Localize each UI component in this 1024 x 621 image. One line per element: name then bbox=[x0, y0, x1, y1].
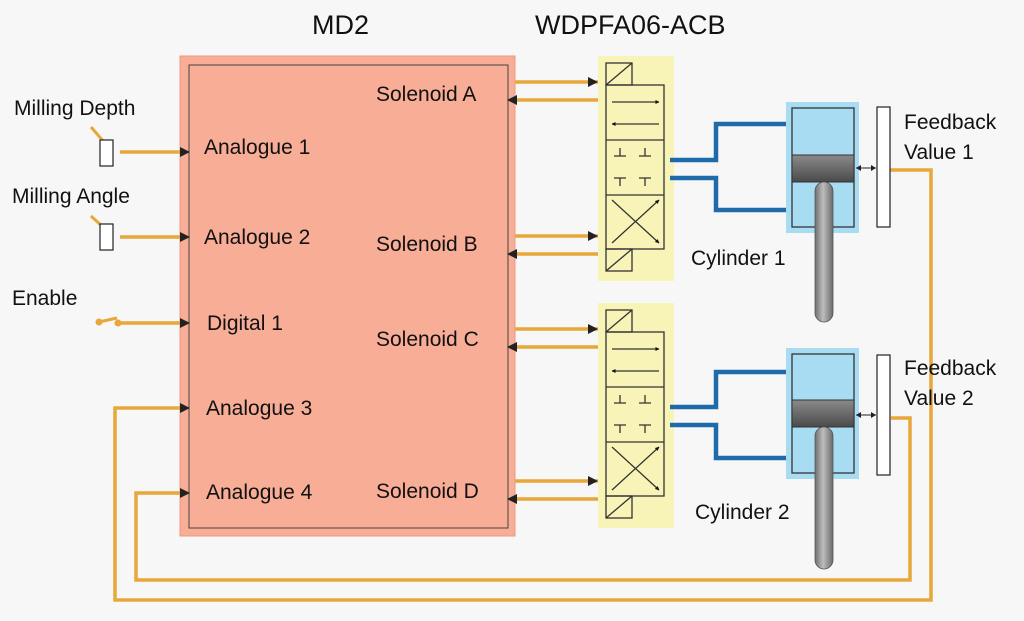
output-solenoid-c: Solenoid C bbox=[376, 328, 479, 351]
hydraulic-lines bbox=[670, 121, 790, 461]
cylinder-1 bbox=[786, 102, 859, 323]
input-analogue-3: Analogue 3 bbox=[206, 397, 313, 420]
feedback-label-1: Feedback Value 1 bbox=[904, 108, 1024, 169]
controller-inner-frame bbox=[188, 64, 509, 529]
output-solenoid-d: Solenoid D bbox=[376, 480, 479, 503]
wire-feedback-1 bbox=[113, 168, 933, 602]
milling-angle-sensor bbox=[89, 214, 114, 251]
input-analogue-4: Analogue 4 bbox=[206, 481, 313, 504]
hydraulic-line-1b bbox=[670, 175, 790, 213]
input-analogue-1: Analogue 1 bbox=[204, 136, 311, 159]
cylinder-2 bbox=[786, 348, 859, 570]
output-solenoid-b: Solenoid B bbox=[376, 233, 478, 256]
feedback-sensor-1 bbox=[856, 106, 891, 228]
controller-title: MD2 bbox=[312, 10, 370, 40]
hydraulic-line-2b bbox=[670, 422, 790, 461]
source-milling-angle: Milling Angle bbox=[12, 185, 130, 208]
wire-feedback-2 bbox=[134, 416, 912, 582]
wire-arrowheads bbox=[180, 77, 598, 504]
feedback-label-2: Feedback Value 2 bbox=[904, 354, 1024, 415]
feedback-1-line2: Value 1 bbox=[904, 141, 974, 165]
feedback-2-line2: Value 2 bbox=[904, 387, 974, 411]
hydraulic-line-2a bbox=[670, 369, 790, 410]
controller-box bbox=[179, 55, 516, 537]
valve-title: WDPFA06-ACB bbox=[535, 10, 726, 40]
feedback-sensor-2 bbox=[856, 354, 891, 476]
input-analogue-2: Analogue 2 bbox=[204, 226, 311, 249]
input-digital-1: Digital 1 bbox=[207, 312, 283, 335]
enable-switch bbox=[95, 316, 122, 327]
source-milling-depth: Milling Depth bbox=[14, 97, 136, 120]
feedback-2-line1: Feedback bbox=[904, 357, 997, 380]
valve-2 bbox=[598, 303, 674, 528]
milling-depth-sensor bbox=[89, 126, 114, 167]
cylinder-1-label: Cylinder 1 bbox=[691, 247, 786, 270]
hydraulic-line-1a bbox=[670, 121, 790, 163]
signal-wires bbox=[113, 80, 933, 602]
valve-1 bbox=[598, 56, 674, 281]
feedback-1-line1: Feedback bbox=[904, 111, 997, 134]
cylinder-2-label: Cylinder 2 bbox=[695, 501, 790, 524]
source-enable: Enable bbox=[12, 287, 78, 310]
output-solenoid-a: Solenoid A bbox=[376, 83, 477, 106]
